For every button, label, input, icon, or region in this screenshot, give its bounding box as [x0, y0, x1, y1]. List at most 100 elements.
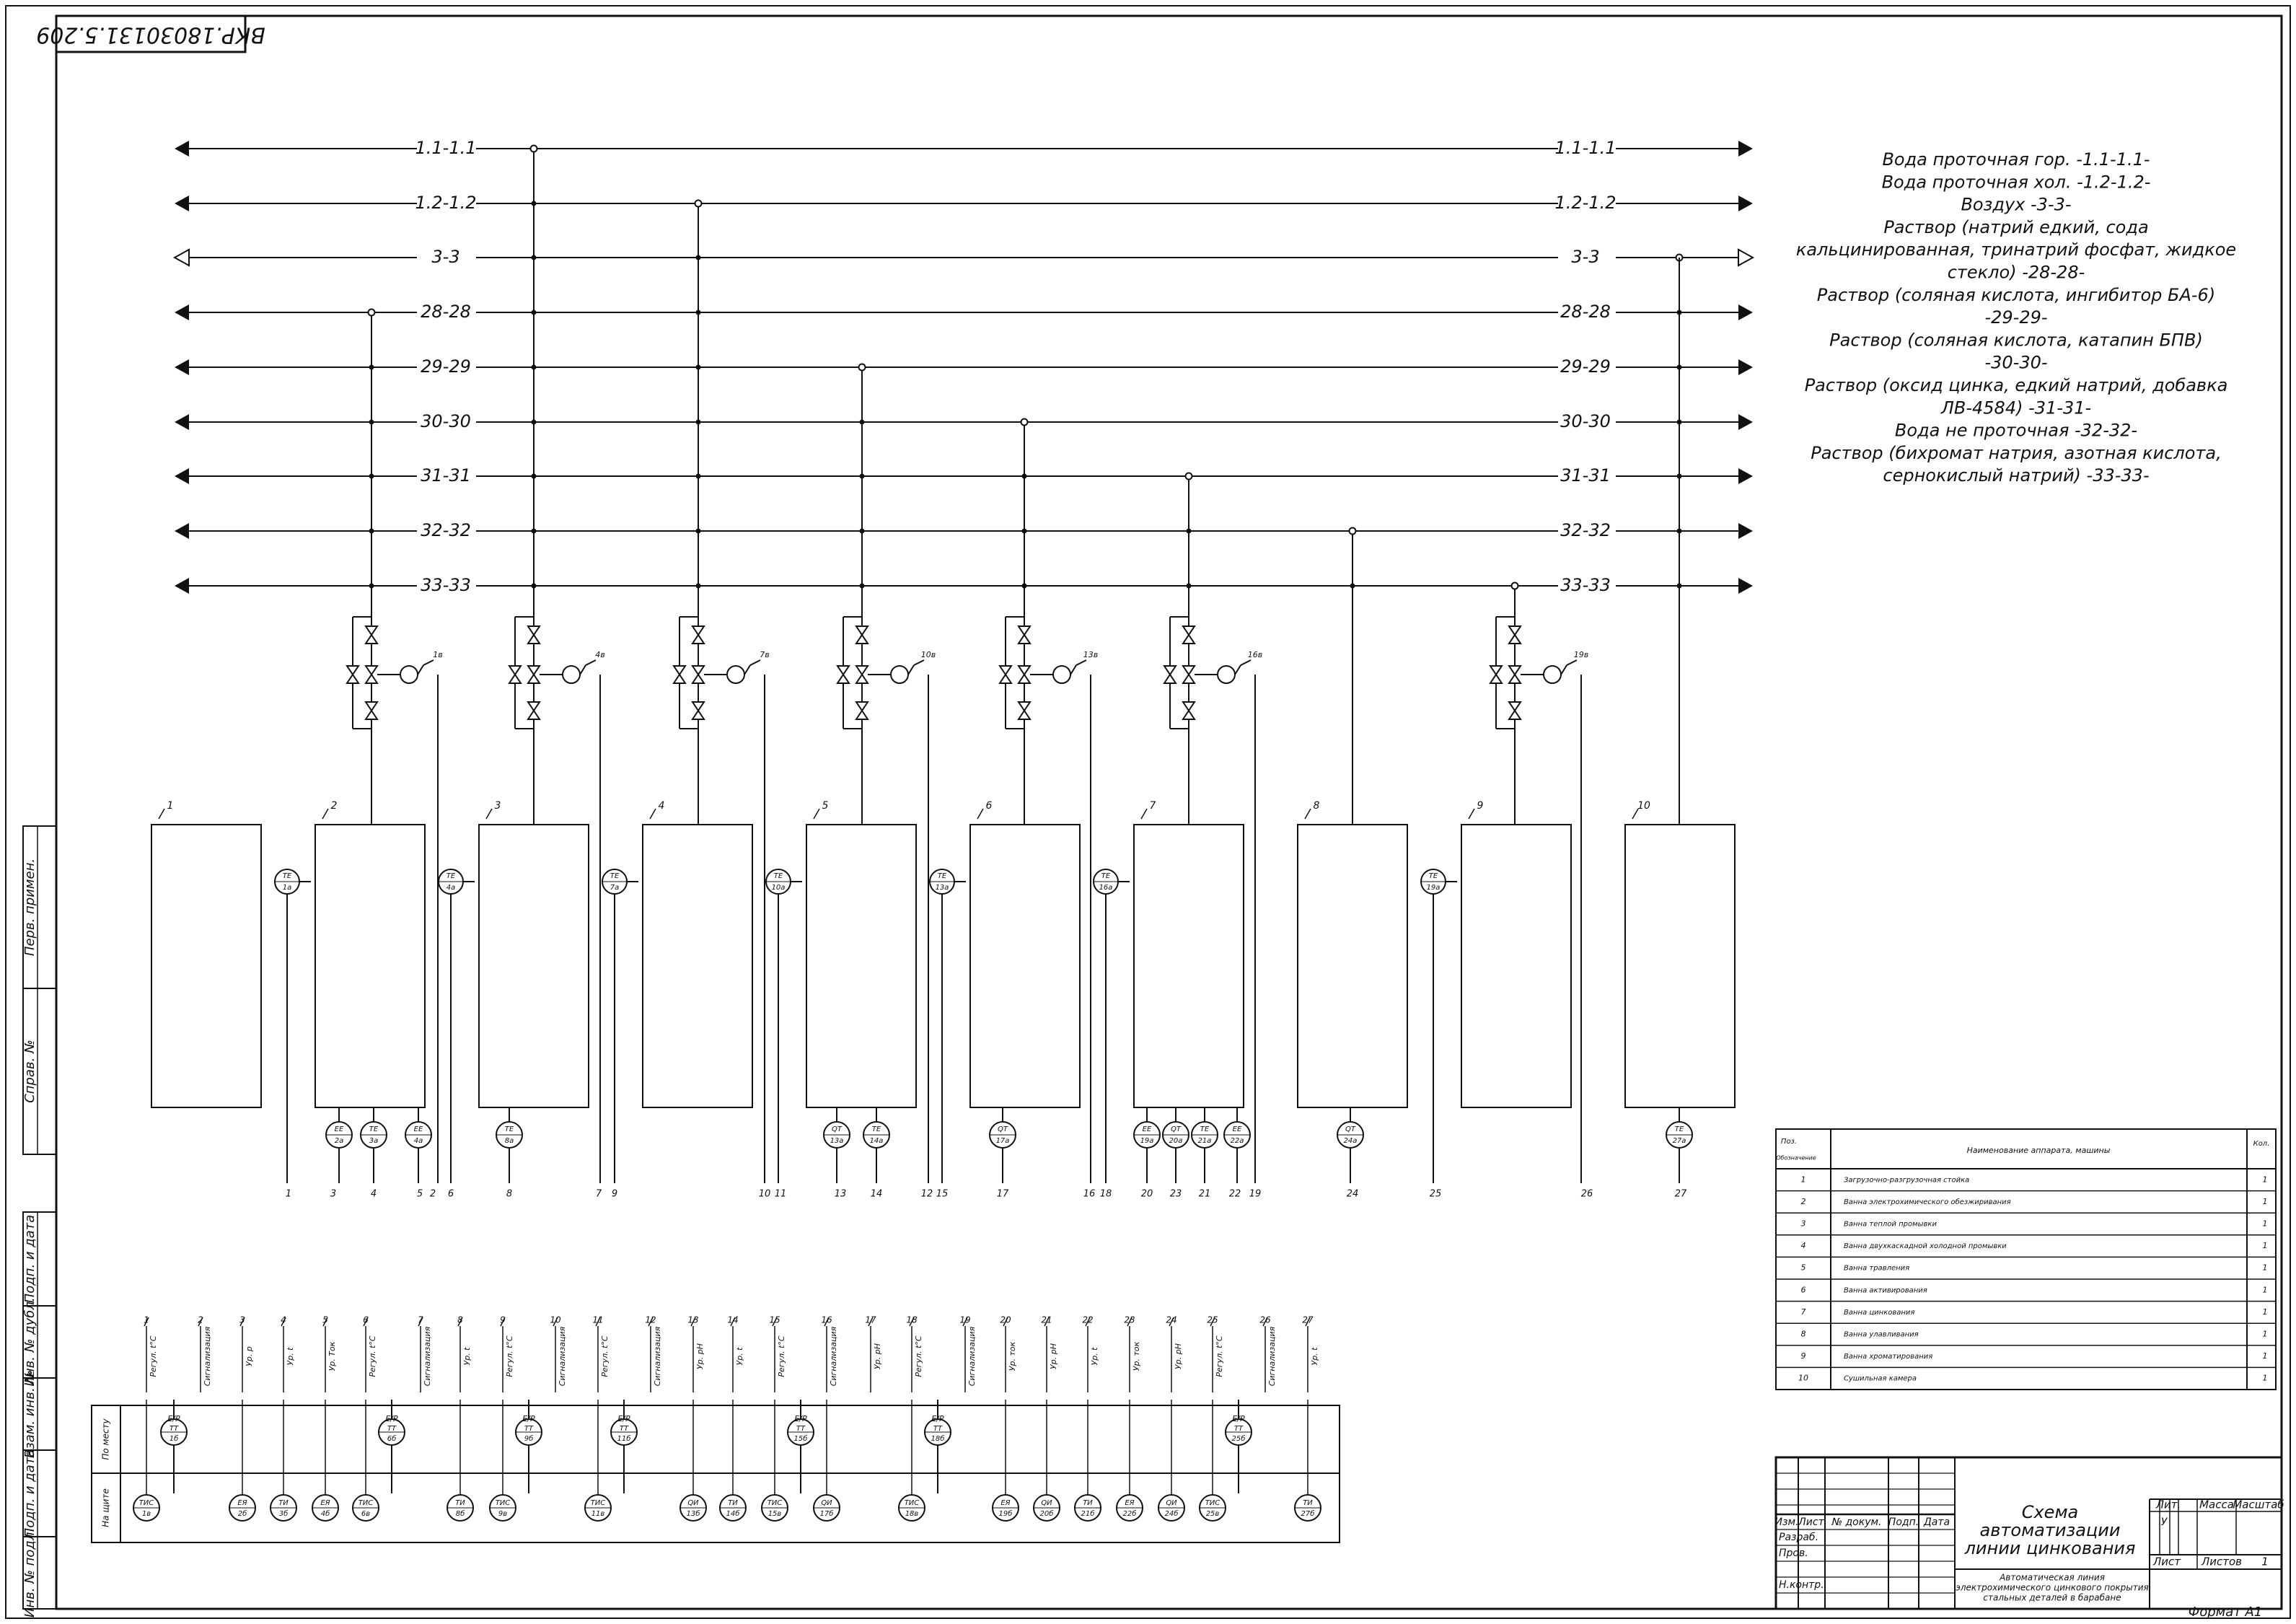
bath-number: 6 — [986, 800, 993, 812]
panel-instrument-id: 18в — [905, 1510, 919, 1518]
actuator-line — [579, 664, 586, 675]
sensor-id: 19а — [1427, 884, 1441, 892]
panel-instrument-id: 3б — [279, 1509, 289, 1518]
panel-instrument-tag: ЕЯ — [237, 1499, 247, 1507]
bath-leader — [1140, 808, 1148, 820]
converter-mid: ТТ — [170, 1425, 179, 1433]
panel-col-tick — [1003, 1317, 1008, 1327]
crossing-dot — [1021, 528, 1027, 534]
tee-junction — [367, 308, 376, 317]
panel-instrument-id: 4б — [321, 1509, 330, 1518]
line-number: 18 — [1100, 1189, 1112, 1200]
sensor-id: 1а — [283, 884, 292, 892]
panel-col-tick — [909, 1317, 915, 1327]
title-col-label: Изм. — [1775, 1517, 1799, 1528]
crossing-dot — [859, 419, 865, 425]
instrument-id: 3а — [369, 1137, 379, 1145]
valve-icon — [691, 701, 705, 720]
lit-value: У — [2161, 1517, 2168, 1528]
actuator-line — [749, 659, 761, 666]
instrument-id: 2а — [335, 1137, 344, 1145]
panel-col-label: Регул. t°C — [149, 1335, 158, 1377]
panel-col-label: Сигнализация — [423, 1326, 432, 1386]
converter-id: 11б — [617, 1434, 631, 1443]
panel-col-number: 26 — [1259, 1315, 1271, 1325]
line-number: 15 — [936, 1189, 949, 1200]
panel-col-tick — [868, 1317, 874, 1327]
pipe-arrow — [1738, 141, 1753, 157]
panel-col-number: 16 — [821, 1315, 832, 1325]
line-number: 14 — [871, 1189, 883, 1200]
panel-instrument-tag: ТИ — [455, 1499, 465, 1507]
panel-col-tick — [239, 1317, 245, 1327]
margin-label: Инв. № подл. — [22, 1528, 38, 1618]
margin-box-top — [22, 825, 57, 1155]
bath-leader — [158, 808, 165, 820]
panel-col-tick — [500, 1317, 506, 1327]
pipe-label-left: 31-31 — [421, 465, 471, 486]
line-number: 7 — [596, 1189, 602, 1200]
crossing-dot — [695, 583, 701, 589]
sheets-label: Листов — [2201, 1555, 2242, 1568]
panel-col-label: Регул. t°C — [777, 1335, 786, 1377]
converter-mid: ТТ — [796, 1425, 806, 1433]
panel-col-tick — [553, 1317, 558, 1327]
bath-7 — [1133, 824, 1244, 1108]
pipe-arrow — [175, 359, 189, 375]
pipe-label-right: 32-32 — [1560, 520, 1611, 540]
line-number: 9 — [612, 1189, 617, 1200]
line-number: 23 — [1170, 1189, 1182, 1200]
spec-qty: 1 — [2263, 1219, 2268, 1229]
panel-instrument-tag: QИ — [1041, 1499, 1052, 1507]
panel-instrument-id: 19б — [999, 1509, 1013, 1518]
crossing-dot — [369, 419, 374, 425]
panel-instrument-id: 1в — [142, 1510, 151, 1518]
panel-col-tick — [363, 1317, 369, 1327]
panel-instrument-tag: ТИС — [1205, 1499, 1220, 1507]
panel-col-number: 24 — [1166, 1315, 1176, 1325]
panel-col-label: Ур. pH — [695, 1343, 705, 1369]
panel-col-tick — [772, 1317, 778, 1327]
pipe-label-left: 32-32 — [421, 520, 471, 540]
crossing-dot — [1186, 583, 1192, 589]
panel-col-number: 27 — [1302, 1315, 1314, 1325]
instrument-tag: ЕЕ — [1143, 1125, 1152, 1133]
actuator-line — [1240, 659, 1252, 666]
valve-icon — [1182, 701, 1196, 720]
instrument-tag: ЕЕ — [414, 1125, 423, 1133]
bath-9 — [1461, 824, 1572, 1108]
instrument-id: 19а — [1140, 1137, 1154, 1145]
panel-col-label: Ур. ток — [1132, 1341, 1141, 1371]
bath-1 — [151, 824, 262, 1108]
crossing-dot — [531, 473, 537, 479]
bath-leader — [322, 808, 329, 820]
actuator-icon — [562, 665, 581, 684]
title-col-label: Лист — [1798, 1517, 1824, 1528]
converter-id: 15б — [794, 1434, 808, 1443]
bath-leader — [813, 808, 820, 820]
actuator-line — [744, 664, 751, 675]
panel-instrument-id: 24б — [1165, 1509, 1179, 1518]
line-number: 6 — [448, 1189, 454, 1200]
spec-qty: 1 — [2263, 1307, 2268, 1317]
crossing-dot — [531, 310, 537, 315]
valve-tag: 19в — [1574, 650, 1588, 659]
pipe-arrow — [1738, 414, 1753, 430]
crossing-dot — [859, 473, 865, 479]
actuator-line — [1234, 664, 1241, 675]
drawing-title: линии цинкования — [1964, 1538, 2136, 1558]
spec-qty: 1 — [2263, 1263, 2268, 1273]
panel-col-number: 20 — [1000, 1315, 1011, 1325]
valve-tag: 4в — [595, 650, 604, 659]
spec-name: Ванна травления — [1844, 1265, 1909, 1273]
spec-pos: 9 — [1801, 1351, 1806, 1361]
crossing-dot — [859, 528, 865, 534]
converter-id: 25б — [1232, 1434, 1246, 1443]
spec-pos: 2 — [1801, 1197, 1806, 1206]
panel-instrument-id: 17б — [820, 1509, 834, 1518]
spec-name: Ванна хроматирования — [1844, 1353, 1932, 1361]
crossing-dot — [531, 255, 537, 260]
sheet-label: Лист — [2152, 1555, 2181, 1568]
